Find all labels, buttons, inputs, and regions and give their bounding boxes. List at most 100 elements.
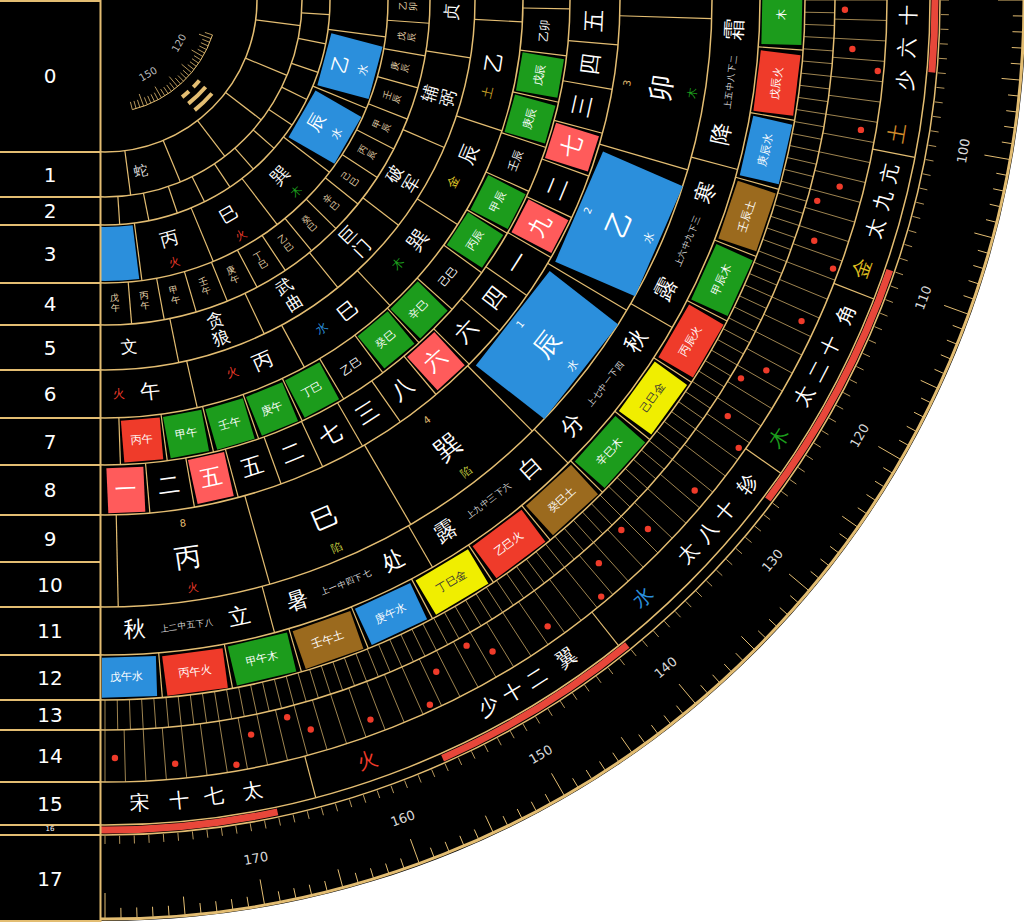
scale-tick (739, 296, 766, 309)
degree-tick (1012, 47, 1022, 49)
cell-divider (170, 318, 179, 362)
dial-label: 150 (137, 65, 159, 84)
scale-tick (503, 612, 531, 656)
degree-tick (806, 455, 813, 459)
mountain-name-anchor: 午 (138, 379, 160, 403)
cell-divider (310, 253, 338, 288)
mansion-text-anchor: 七 (203, 784, 226, 809)
red-dot (489, 648, 495, 654)
solar-term: 处 (379, 545, 410, 577)
cell-divider (302, 13, 330, 15)
degree-tick (325, 881, 327, 891)
star-number: 四 (577, 51, 604, 76)
degree-label: 100 (955, 138, 973, 165)
cell-divider (758, 47, 803, 50)
degree-tick (724, 664, 731, 671)
red-dot (830, 265, 836, 271)
ring-index: 14 (37, 745, 62, 767)
scale-tick (823, 133, 874, 142)
ring-index: 8 (44, 479, 57, 501)
mansion-text-anchor: 十 (710, 496, 740, 525)
degree-tick (869, 340, 876, 343)
solar-term: 寒 (691, 178, 721, 206)
mountain-name-anchor: 乙 (482, 50, 507, 73)
degree-tick (969, 281, 979, 284)
ring-index-anchor: 10 (37, 574, 62, 596)
degree-tick (653, 631, 658, 637)
element-mark-anchor: 陷 (330, 540, 345, 555)
scale-tick (796, 110, 826, 115)
scale-tick (105, 730, 106, 782)
red-dot (692, 487, 698, 493)
cell-divider (157, 278, 165, 319)
mountain-number-anchor: 3 (622, 79, 634, 87)
degree-tick (363, 795, 365, 803)
degree-tick (552, 773, 565, 795)
mansion-text-anchor: 少 (474, 692, 502, 721)
mountain-name-anchor: 巳 (307, 500, 342, 536)
mansion-text-anchor: 太 (790, 382, 819, 410)
degree-tick (386, 864, 389, 874)
ring-index: 2 (44, 200, 57, 222)
degree-tick (811, 571, 819, 577)
element-cell: 辰水 (288, 90, 361, 163)
element-mark: 木 (389, 255, 407, 273)
degree-tick (998, 0, 1023, 1)
degree-tick (651, 725, 657, 733)
scale-tick (833, 57, 885, 61)
star-number-cell: 九 (511, 199, 568, 253)
star-number-anchor: 七 (316, 419, 347, 451)
cell-divider (384, 49, 425, 56)
degree-tick (926, 160, 934, 162)
degree-tick (858, 508, 866, 514)
cell-text: 水 (642, 230, 657, 245)
star-name: 辅弼 (419, 82, 460, 109)
cell-divider (119, 418, 121, 465)
degree-tick (706, 581, 712, 587)
ring-index-anchor: 5 (44, 337, 57, 359)
scale-tick (166, 697, 169, 727)
red-dot (849, 46, 855, 52)
star-number: 四 (477, 282, 510, 314)
stem-branch-anchor: 甲午 (169, 285, 182, 306)
cell-divider (357, 271, 390, 306)
red-dot (814, 198, 820, 204)
cell-text: 庚辰 (521, 107, 539, 131)
scale-tick (274, 679, 281, 708)
cell-divider (187, 361, 198, 408)
degree-tick (821, 559, 829, 565)
stem-branch-anchor: 丙午 (139, 291, 151, 312)
degree-tick (485, 816, 493, 832)
scale-tick (190, 695, 194, 725)
degree-label-anchor: 100 (955, 138, 973, 165)
stem-branch: 甲午 (169, 285, 182, 306)
ring-index: 11 (37, 620, 62, 642)
scale-tick (764, 314, 811, 336)
star-number-anchor: 二 (278, 437, 308, 468)
dial-tick (137, 100, 139, 108)
cell-divider (198, 121, 225, 157)
cell-divider (242, 179, 277, 225)
scale-tick (262, 682, 269, 711)
mansion-text: 太 (673, 538, 703, 568)
mansion-text: 二 (522, 663, 551, 692)
dial-tick (181, 73, 187, 79)
scale-tick (699, 371, 724, 387)
term-numbers: 上一中四下七 (320, 568, 373, 597)
degree-tick (560, 701, 564, 708)
degree-tick (497, 738, 501, 745)
ring-index: 15 (37, 793, 62, 815)
stem-branch-anchor: 壬午 (197, 276, 212, 298)
degree-tick (309, 885, 311, 895)
cell-divider (245, 293, 264, 334)
degree-tick (613, 753, 619, 761)
element-mark: 金 (446, 174, 463, 191)
stem-branch-anchor: 甲辰 (371, 117, 393, 133)
scale-tick (779, 279, 827, 299)
mansion-text: 宋 (130, 791, 151, 814)
red-arc (768, 270, 890, 499)
dial-tick (202, 39, 209, 42)
term-numbers-anchor: 上一中四下七 (320, 568, 373, 597)
mansion-text-anchor: 十 (499, 678, 527, 707)
degree-tick (814, 443, 821, 447)
